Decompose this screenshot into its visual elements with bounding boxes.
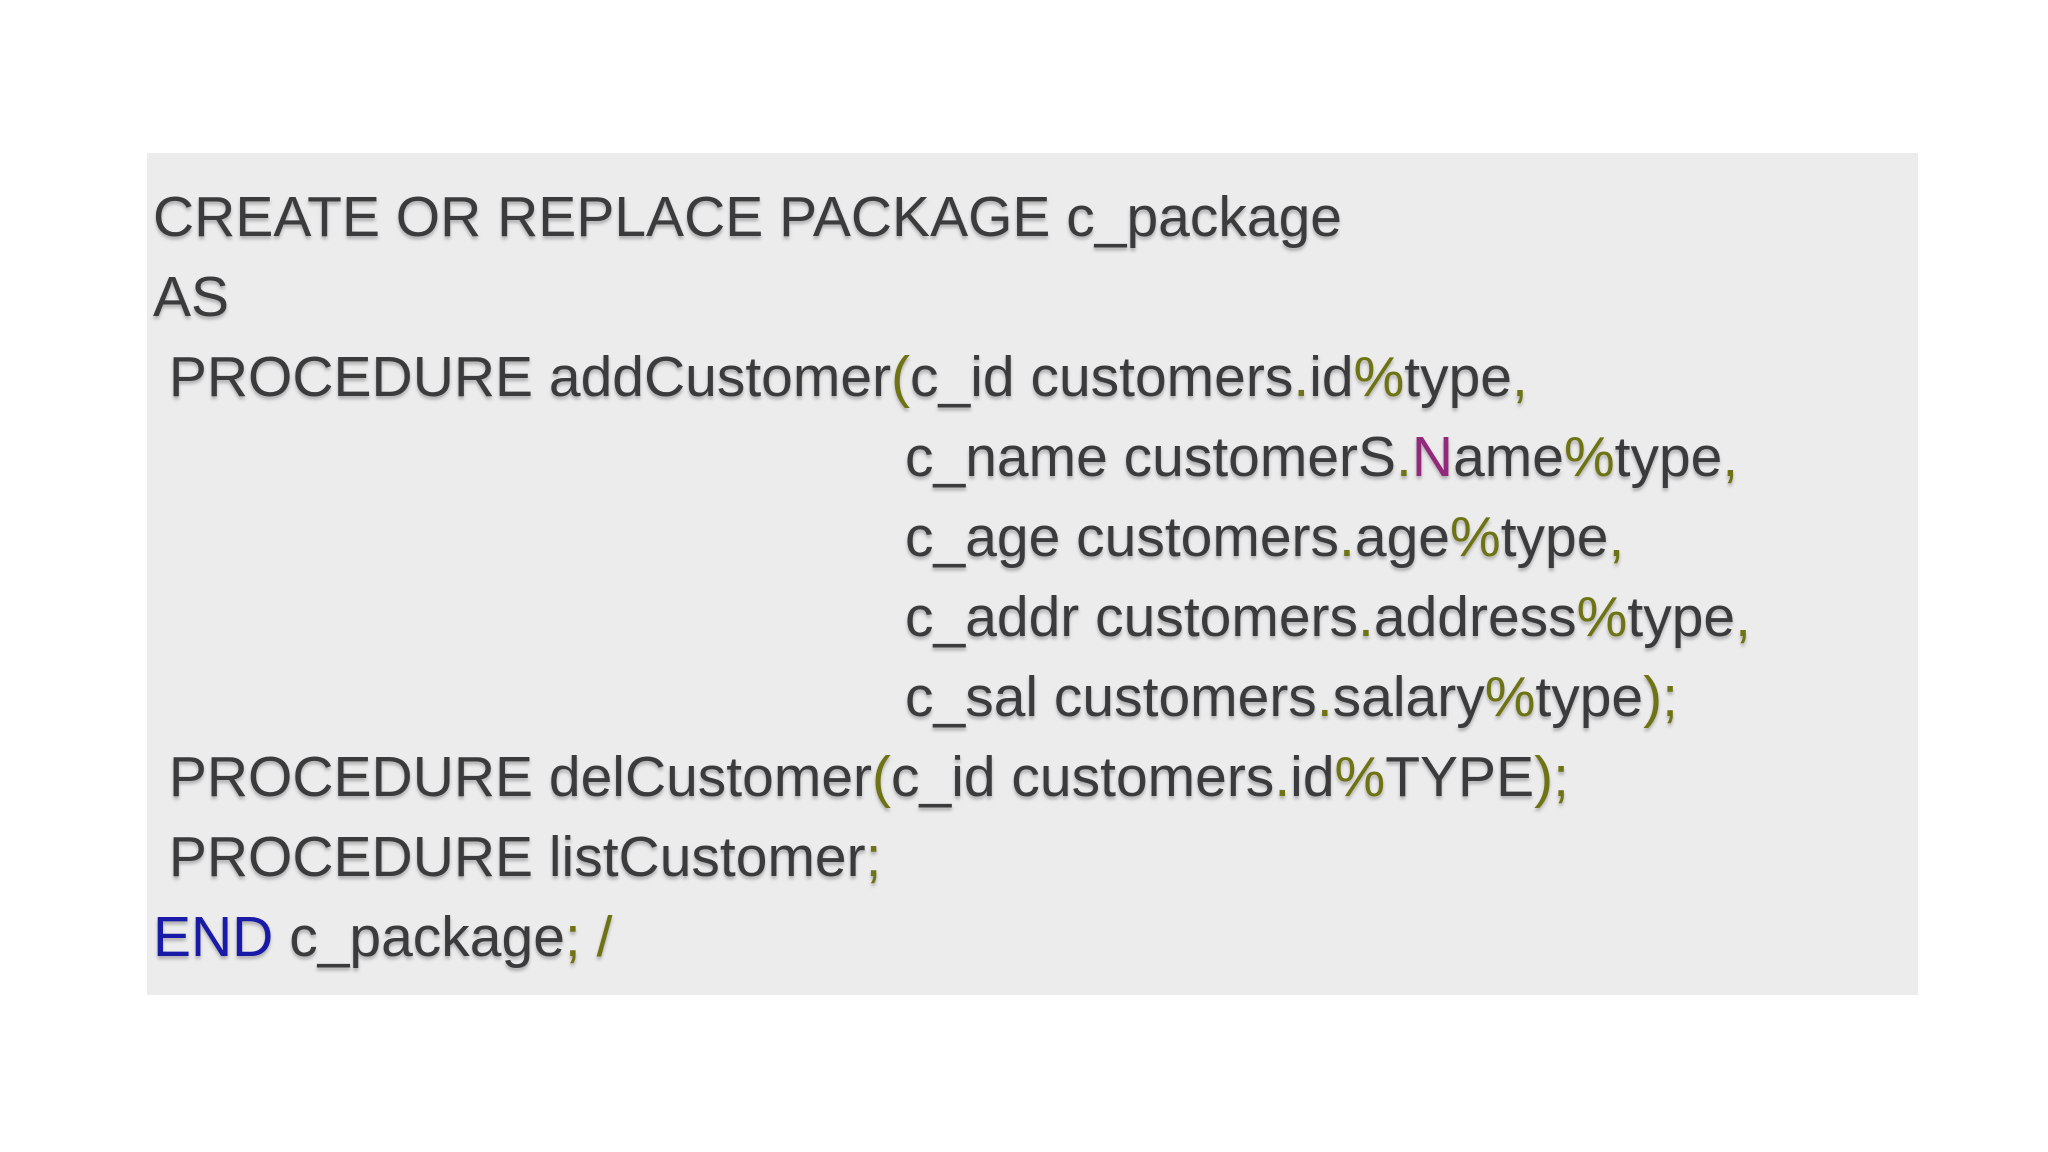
code-segment: address	[1373, 585, 1577, 649]
code-segment: .	[1396, 425, 1412, 489]
code-segment: .	[1274, 745, 1291, 809]
code-segment: );	[1534, 745, 1569, 809]
code-segment: ,	[1722, 425, 1739, 489]
code-segment: age	[1354, 505, 1450, 569]
code-segment: id	[1290, 745, 1335, 809]
code-segment: ,	[1608, 505, 1625, 569]
code-segment: %	[1353, 345, 1405, 409]
code-segment: %	[1563, 425, 1615, 489]
code-line: PROCEDURE delCustomer(c_id customers.id%…	[153, 737, 1918, 817]
code-segment: type	[1535, 665, 1644, 729]
code-segment: /	[596, 905, 613, 969]
code-line: END c_package; /	[153, 897, 1918, 977]
code-segment: .	[1293, 345, 1310, 409]
code-segment: ;	[564, 905, 581, 969]
code-segment: type	[1627, 585, 1736, 649]
code-segment: CREATE OR REPLACE PACKAGE c_package	[153, 185, 1342, 249]
code-line: c_age customers.age%type,	[153, 497, 1918, 577]
code-segment: c_name customerS	[905, 425, 1397, 489]
code-segment: );	[1643, 665, 1678, 729]
code-segment: ,	[1512, 345, 1528, 409]
code-segment: c_sal customers	[905, 665, 1317, 729]
code-line: c_addr customers.address%type,	[153, 577, 1918, 657]
code-line: c_name customerS.Name%type,	[153, 417, 1918, 497]
code-line: PROCEDURE listCustomer;	[153, 817, 1918, 897]
code-segment: AS	[153, 265, 230, 329]
code-line: AS	[153, 257, 1918, 337]
code-segment: (	[891, 345, 911, 409]
code-segment: PROCEDURE addCustomer	[153, 345, 892, 409]
code-segment: c_id customers	[891, 745, 1275, 809]
code-line: CREATE OR REPLACE PACKAGE c_package	[153, 177, 1918, 257]
code-line: PROCEDURE addCustomer(c_id customers.id%…	[153, 337, 1918, 417]
code-segment: ,	[1735, 585, 1751, 649]
code-segment: .	[1339, 505, 1355, 569]
code-segment: type	[1404, 345, 1513, 409]
code-segment: id	[1309, 345, 1354, 409]
code-segment: (	[872, 745, 891, 809]
code-segment: %	[1576, 585, 1628, 649]
code-segment: %	[1484, 665, 1536, 729]
code-segment: N	[1411, 425, 1454, 489]
code-segment: TYPE	[1385, 745, 1535, 809]
code-segment: PROCEDURE listCustomer	[153, 825, 866, 889]
code-segment: .	[1316, 665, 1333, 729]
code-segment: ame	[1453, 425, 1564, 489]
code-segment: c_age customers	[905, 505, 1340, 569]
code-segment: END	[153, 905, 274, 969]
code-segment: c_id customers	[910, 345, 1294, 409]
code-segment: type	[1614, 425, 1723, 489]
code-segment: c_addr customers	[905, 585, 1359, 649]
code-segment: c_package	[273, 905, 565, 969]
code-segment: ;	[865, 825, 882, 889]
code-segment: %	[1450, 505, 1501, 569]
code-segment: type	[1500, 505, 1609, 569]
code-segment: %	[1334, 745, 1386, 809]
code-segment	[581, 905, 597, 969]
code-segment: .	[1358, 585, 1374, 649]
code-line: c_sal customers.salary%type);	[153, 657, 1918, 737]
code-segment: salary	[1332, 665, 1485, 729]
code-segment: PROCEDURE delCustomer	[153, 745, 873, 809]
